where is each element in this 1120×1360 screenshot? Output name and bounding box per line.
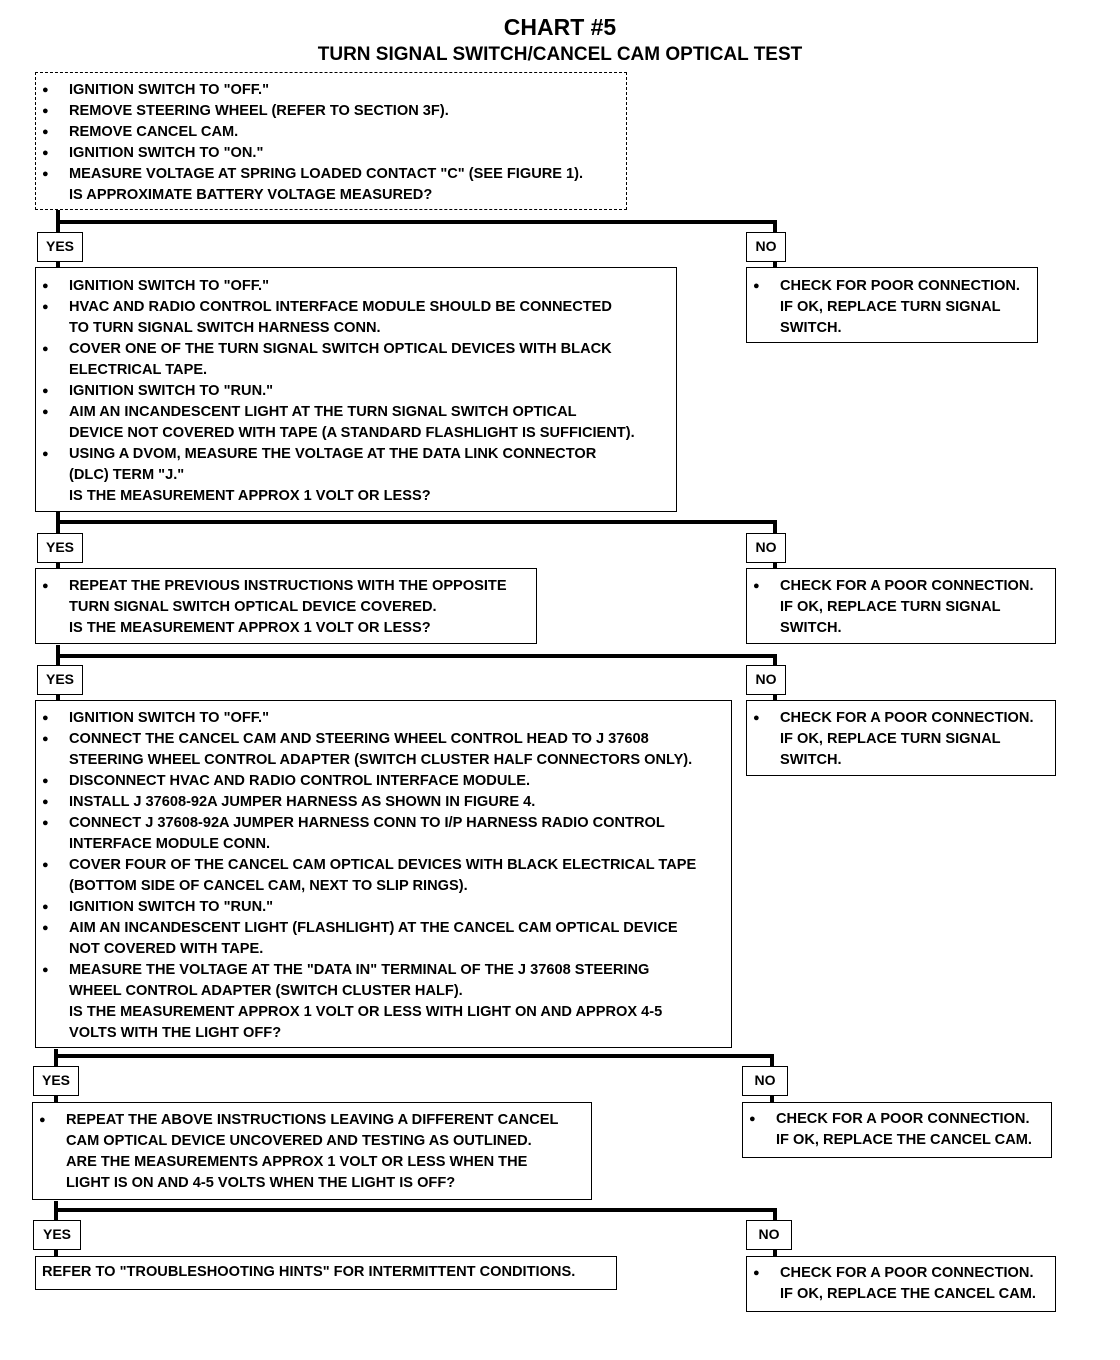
step-5-bullet: REPEAT THE ABOVE INSTRUCTIONS LEAVING A … <box>33 1110 591 1152</box>
yes-label-5: YES <box>33 1220 81 1250</box>
branch-line-3 <box>56 645 777 665</box>
step-box-1: IGNITION SWITCH TO "OFF." REMOVE STEERIN… <box>35 72 627 210</box>
no-result-box-2: CHECK FOR A POOR CONNECTION. IF OK, REPL… <box>746 568 1056 644</box>
step-box-3: REPEAT THE PREVIOUS INSTRUCTIONS WITH TH… <box>35 568 537 644</box>
branch-line-5 <box>54 1201 777 1220</box>
step-1-bullet: IGNITION SWITCH TO "ON." <box>36 143 626 164</box>
step-4-bullet: AIM AN INCANDESCENT LIGHT (FLASHLIGHT) A… <box>36 918 731 960</box>
step-2-bullet: HVAC AND RADIO CONTROL INTERFACE MODULE … <box>36 297 676 339</box>
yes-label-1: YES <box>37 232 83 262</box>
chart-title: CHART #5 <box>503 14 617 40</box>
step-1-bullet: IGNITION SWITCH TO "OFF." <box>36 80 626 101</box>
yes-label-3: YES <box>37 665 83 695</box>
branch-line-4 <box>54 1049 774 1066</box>
no-result-box-1: CHECK FOR POOR CONNECTION. IF OK, REPLAC… <box>746 267 1038 343</box>
no-label-2: NO <box>746 533 786 563</box>
final-yes-text: REFER TO "TROUBLESHOOTING HINTS" FOR INT… <box>42 1264 576 1280</box>
no-result-box-5: CHECK FOR A POOR CONNECTION. IF OK, REPL… <box>746 1256 1056 1312</box>
no-label-4: NO <box>742 1066 788 1096</box>
no-result-3-text: CHECK FOR A POOR CONNECTION. IF OK, REPL… <box>747 708 1055 771</box>
no-result-5-text: CHECK FOR A POOR CONNECTION. IF OK, REPL… <box>747 1263 1055 1305</box>
step-4-bullet: MEASURE THE VOLTAGE AT THE "DATA IN" TER… <box>36 960 731 1002</box>
step-box-2: IGNITION SWITCH TO "OFF." HVAC AND RADIO… <box>35 267 677 512</box>
step-4-question: IS THE MEASUREMENT APPROX 1 VOLT OR LESS… <box>69 1004 663 1041</box>
step-4-bullet: IGNITION SWITCH TO "RUN." <box>36 897 731 918</box>
step-3-bullet: REPEAT THE PREVIOUS INSTRUCTIONS WITH TH… <box>36 576 536 618</box>
step-1-bullet: REMOVE STEERING WHEEL (REFER TO SECTION … <box>36 101 626 122</box>
step-4-bullet: CONNECT THE CANCEL CAM AND STEERING WHEE… <box>36 729 731 771</box>
yes-label-2: YES <box>37 533 83 563</box>
step-3-question: IS THE MEASUREMENT APPROX 1 VOLT OR LESS… <box>69 620 431 636</box>
no-result-box-4: CHECK FOR A POOR CONNECTION. IF OK, REPL… <box>742 1102 1052 1158</box>
step-4-bullet: CONNECT J 37608-92A JUMPER HARNESS CONN … <box>36 813 731 855</box>
final-yes-box: REFER TO "TROUBLESHOOTING HINTS" FOR INT… <box>35 1256 617 1290</box>
step-4-bullet: INSTALL J 37608-92A JUMPER HARNESS AS SH… <box>36 792 731 813</box>
step-2-bullet: AIM AN INCANDESCENT LIGHT AT THE TURN SI… <box>36 402 676 444</box>
step-box-5: REPEAT THE ABOVE INSTRUCTIONS LEAVING A … <box>32 1102 592 1200</box>
chart-subtitle: TURN SIGNAL SWITCH/CANCEL CAM OPTICAL TE… <box>317 44 803 65</box>
yes-label-4: YES <box>33 1066 79 1096</box>
step-4-bullet: IGNITION SWITCH TO "OFF." <box>36 708 731 729</box>
step-5-question: ARE THE MEASUREMENTS APPROX 1 VOLT OR LE… <box>66 1154 528 1191</box>
step-2-bullet: IGNITION SWITCH TO "OFF." <box>36 276 676 297</box>
step-2-question: IS THE MEASUREMENT APPROX 1 VOLT OR LESS… <box>69 488 431 504</box>
step-1-bullet: REMOVE CANCEL CAM. <box>36 122 626 143</box>
step-4-bullet: COVER FOUR OF THE CANCEL CAM OPTICAL DEV… <box>36 855 731 897</box>
step-2-bullet: COVER ONE OF THE TURN SIGNAL SWITCH OPTI… <box>36 339 676 381</box>
step-4-bullet: DISCONNECT HVAC AND RADIO CONTROL INTERF… <box>36 771 731 792</box>
no-result-box-3: CHECK FOR A POOR CONNECTION. IF OK, REPL… <box>746 700 1056 776</box>
no-result-4-text: CHECK FOR A POOR CONNECTION. IF OK, REPL… <box>743 1109 1051 1151</box>
branch-line-1 <box>56 210 777 232</box>
no-result-2-text: CHECK FOR A POOR CONNECTION. IF OK, REPL… <box>747 576 1055 639</box>
branch-line-2 <box>56 512 777 533</box>
step-2-bullet: USING A DVOM, MEASURE THE VOLTAGE AT THE… <box>36 444 676 486</box>
no-label-3: NO <box>746 665 786 695</box>
no-label-1: NO <box>746 232 786 262</box>
no-label-5: NO <box>746 1220 792 1250</box>
step-2-bullet: IGNITION SWITCH TO "RUN." <box>36 381 676 402</box>
step-1-bullet: MEASURE VOLTAGE AT SPRING LOADED CONTACT… <box>36 164 626 185</box>
step-box-4: IGNITION SWITCH TO "OFF." CONNECT THE CA… <box>35 700 732 1048</box>
no-result-1-text: CHECK FOR POOR CONNECTION. IF OK, REPLAC… <box>747 276 1037 339</box>
step-1-question: IS APPROXIMATE BATTERY VOLTAGE MEASURED? <box>69 187 433 203</box>
